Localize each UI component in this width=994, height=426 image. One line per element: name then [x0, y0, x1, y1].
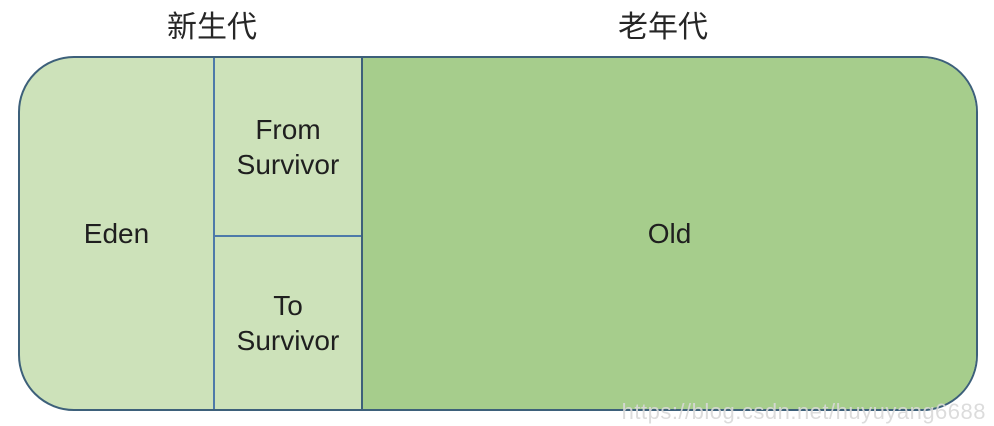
heap-rounded-rect: Eden From Survivor To Survivor Old: [18, 56, 978, 411]
region-from-survivor: From Survivor: [215, 58, 361, 237]
survivor-column: From Survivor To Survivor: [213, 58, 363, 409]
old-generation-title: 老年代: [618, 11, 708, 44]
young-generation-title: 新生代: [167, 11, 257, 44]
region-old: Old: [363, 58, 976, 409]
region-eden: Eden: [83, 218, 150, 249]
region-to-survivor: To Survivor: [236, 290, 340, 356]
